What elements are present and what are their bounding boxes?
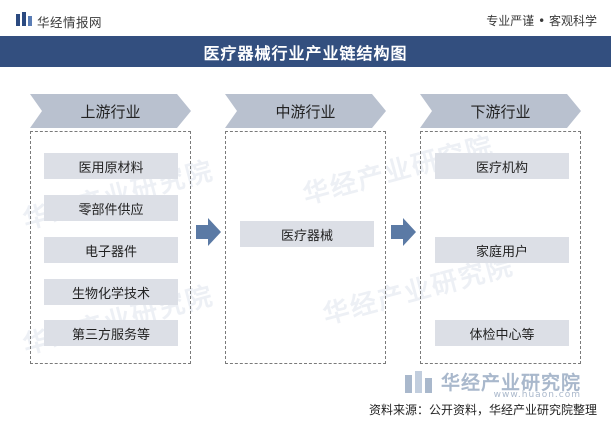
- upstream-item: 生物化学技术: [44, 279, 178, 305]
- downstream-box: [420, 131, 581, 364]
- tagline: 专业严谨 • 客观科学: [486, 14, 597, 28]
- upstream-header-label: 上游行业: [80, 102, 141, 121]
- downstream-header: 下游行业: [420, 94, 581, 128]
- top-bar: 华经情报网 专业严谨 • 客观科学: [0, 0, 611, 36]
- midstream-item: 医疗器械: [240, 221, 374, 247]
- brand-name: 华经情报网: [37, 15, 103, 30]
- downstream-item: 体检中心等: [435, 320, 569, 346]
- footer-url: www.huaon.com: [493, 390, 581, 400]
- flow-arrow-icon: [196, 218, 221, 246]
- upstream-item: 医用原材料: [44, 153, 178, 179]
- downstream-item: 医疗机构: [435, 153, 569, 179]
- upstream-header: 上游行业: [30, 94, 191, 128]
- upstream-box: [30, 131, 191, 364]
- source-note: 资料来源：公开资料，华经产业研究院整理: [368, 403, 597, 417]
- midstream-box: [225, 131, 386, 364]
- upstream-item: 电子器件: [44, 237, 178, 263]
- footer-logo: 华经产业研究院: [404, 368, 581, 395]
- chart-title: 医疗器械行业产业链结构图: [203, 43, 408, 63]
- chart-title-bar: 医疗器械行业产业链结构图: [0, 36, 611, 67]
- downstream-header-label: 下游行业: [470, 102, 531, 121]
- footer-logo-icon: [404, 370, 432, 393]
- logo-icon: [16, 12, 32, 26]
- midstream-header-label: 中游行业: [275, 102, 336, 121]
- upstream-item: 零部件供应: [44, 195, 178, 221]
- flow-arrow-icon: [391, 218, 416, 246]
- footer-logo-text: 华经产业研究院: [440, 372, 581, 394]
- midstream-header: 中游行业: [225, 94, 386, 128]
- upstream-item: 第三方服务等: [44, 320, 178, 346]
- downstream-item: 家庭用户: [435, 237, 569, 263]
